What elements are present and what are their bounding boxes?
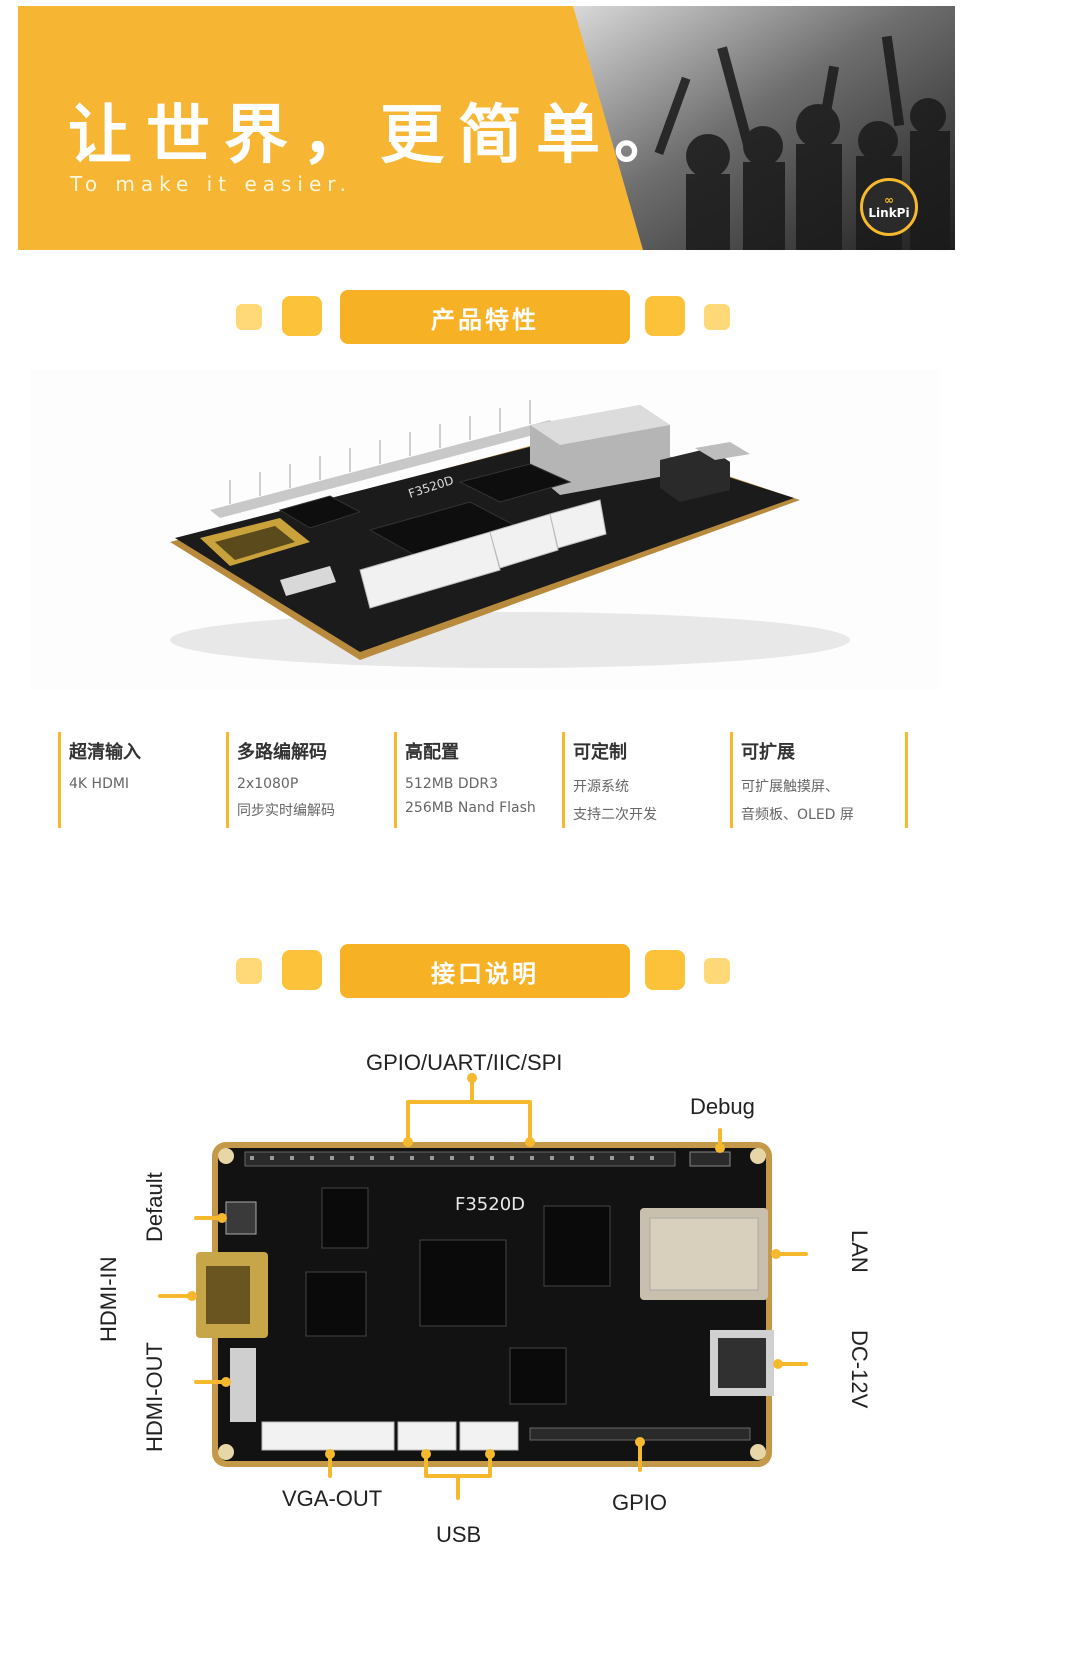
feature-title: 超清输入: [69, 742, 141, 763]
label-debug: Debug: [690, 1094, 755, 1119]
feature-item-custom: 可定制 开源系统 支持二次开发: [562, 732, 730, 828]
feature-detail: 支持二次开发: [573, 807, 657, 823]
decor-square: [236, 958, 262, 984]
feature-item-codec: 多路编解码 2x1080P 同步实时编解码: [226, 732, 394, 828]
feature-title: 可扩展: [741, 742, 795, 763]
decor-square: [704, 958, 730, 984]
feature-divider: [905, 732, 908, 828]
label-gpio-uart-iic-spi: GPIO/UART/IIC/SPI: [366, 1050, 563, 1075]
label-gpio: GPIO: [612, 1490, 668, 1515]
feature-title: 可定制: [573, 742, 627, 763]
interface-diagram: F3520D: [0, 1030, 1075, 1570]
section-header-features: 产品特性: [0, 290, 1075, 350]
feature-detail: 512MB DDR3: [405, 776, 499, 792]
decor-square: [704, 304, 730, 330]
label-vga-out: VGA-OUT: [282, 1486, 383, 1511]
label-hdmi-out: HDMI-OUT: [142, 1342, 167, 1452]
section-header-interfaces: 接口说明: [0, 944, 1075, 1004]
product-board-photo: F3520D: [30, 370, 940, 690]
decor-square: [645, 296, 685, 336]
feature-detail: 4K HDMI: [69, 776, 130, 792]
chain-link-icon: ∞: [884, 193, 894, 207]
feature-item-expand: 可扩展 可扩展触摸屏、 音频板、OLED 屏: [730, 732, 898, 828]
feature-detail: 开源系统: [573, 779, 629, 795]
banner-headline: 让世界，更简单。: [68, 98, 692, 173]
feature-detail: 2x1080P: [237, 776, 299, 792]
feature-detail: 音频板、OLED 屏: [741, 807, 854, 823]
feature-list: 超清输入 4K HDMI 多路编解码 2x1080P 同步实时编解码 高配置 5…: [58, 732, 908, 828]
board-chip-label: F3520D: [455, 1194, 525, 1215]
hero-banner: 让世界，更简单。 To make it easier. ∞ LinkPi: [18, 6, 955, 250]
label-usb: USB: [436, 1522, 482, 1547]
decor-square: [282, 296, 322, 336]
section-title-interfaces: 接口说明: [340, 944, 630, 998]
logo-text: LinkPi: [868, 206, 910, 220]
decor-square: [236, 304, 262, 330]
section-title-features: 产品特性: [340, 290, 630, 344]
decor-square: [645, 950, 685, 990]
feature-detail: 256MB Nand Flash: [405, 800, 536, 816]
label-lan: LAN: [847, 1230, 872, 1273]
decor-square: [282, 950, 322, 990]
feature-item-config: 高配置 512MB DDR3 256MB Nand Flash: [394, 732, 562, 828]
feature-item-4k-input: 超清输入 4K HDMI: [58, 732, 226, 828]
label-hdmi-in: HDMI-IN: [96, 1256, 121, 1342]
feature-title: 多路编解码: [237, 742, 327, 763]
label-dc-12v: DC-12V: [847, 1330, 872, 1409]
feature-detail: 可扩展触摸屏、: [741, 779, 839, 795]
label-default: Default: [142, 1172, 167, 1242]
feature-detail: 同步实时编解码: [237, 803, 335, 819]
linkpi-logo: ∞ LinkPi: [860, 178, 918, 236]
banner-subtitle: To make it easier.: [70, 172, 353, 196]
feature-title: 高配置: [405, 742, 459, 763]
